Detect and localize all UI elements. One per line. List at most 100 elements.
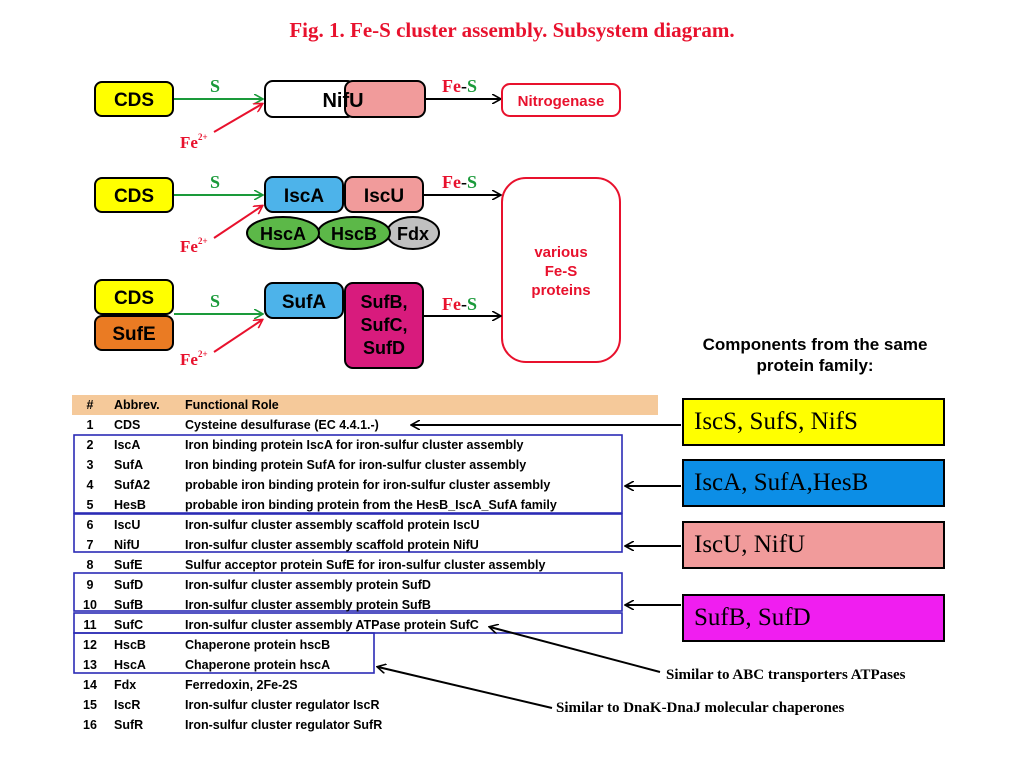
row-abbrev: SufA2 (114, 478, 151, 492)
families-title-line1: Components from the same (702, 335, 928, 354)
row-abbrev: SufD (114, 578, 144, 592)
iscu-box (344, 176, 424, 213)
cds-box-1 (94, 81, 174, 117)
fe-label-1: Fe2+ (180, 132, 208, 152)
row-number: 4 (86, 478, 94, 492)
row2: CDS S Fe2+ IscA IscU Fdx HscB HscA Fe-S (94, 172, 500, 256)
row-abbrev: SufA (114, 458, 144, 472)
s-label-3: S (210, 291, 220, 311)
row-abbrev: IscR (114, 698, 141, 712)
sufbcd-box (344, 282, 424, 369)
row-number: 8 (86, 558, 94, 572)
fe-arrow-2 (213, 206, 262, 239)
various-fes-box: various Fe-S proteins (501, 177, 621, 363)
nifu-box-pink (344, 80, 426, 118)
fe-label-3: Fe2+ (180, 349, 208, 369)
isca-label: IscA (284, 186, 324, 207)
family-box-isca: IscA, SufA,HesB (682, 459, 945, 507)
row-abbrev: IscU (114, 518, 141, 532)
row-abbrev: Fdx (114, 678, 137, 692)
row-number: 12 (83, 638, 97, 652)
table-row: 3 SufA Iron binding protein SufA for iron-… (72, 455, 658, 475)
sufbcd-line3: SufD (363, 338, 405, 358)
row-number: 13 (83, 658, 97, 672)
family-label-isca: IscA, SufA,HesB (694, 469, 869, 496)
sufa-box (264, 282, 344, 319)
row-role: probable iron binding protein for iron-s… (185, 478, 551, 492)
family-label-iscu: IscU, NifU (694, 531, 806, 558)
fes-label-3: Fe-S (442, 294, 477, 314)
header-number: # (86, 398, 94, 412)
s-label-2: S (210, 172, 220, 192)
row-abbrev: IscA (114, 438, 141, 452)
row-number: 10 (83, 598, 97, 612)
row-number: 11 (83, 618, 97, 632)
row-number: 3 (86, 458, 94, 472)
row-abbrev: HscA (114, 658, 146, 672)
note-abc-transporters: Similar to ABC transporters ATPases (666, 667, 906, 683)
nitrogenase-box (501, 83, 621, 117)
row-abbrev: CDS (114, 418, 141, 432)
fe-arrow-1 (213, 104, 262, 133)
row-role: probable iron binding protein from the H… (185, 498, 557, 512)
figure-title: Fig. 1. Fe-S cluster assembly. Subsystem… (289, 18, 735, 42)
row-role: Iron binding protein SufA for iron-sulfu… (185, 458, 527, 472)
cds-label-1: CDS (114, 90, 154, 111)
row-role: Sulfur acceptor protein SufE for iron-su… (185, 558, 546, 572)
row-abbrev: NifU (114, 538, 140, 552)
fes-label-2: Fe-S (442, 172, 477, 192)
families-title-line2: protein family: (756, 356, 874, 375)
isca-box (264, 176, 344, 213)
table-row: 12 HscB Chaperone protein hscB (72, 635, 658, 655)
row-role: Chaperone protein hscB (185, 638, 331, 652)
fe-label-2: Fe2+ (180, 236, 208, 256)
row-number: 1 (86, 418, 94, 432)
various-line3: proteins (531, 282, 590, 299)
family-box-sufb: SufB, SufD (682, 594, 945, 642)
arrow-to-sufc (490, 627, 661, 673)
fe-arrow-3 (213, 320, 262, 353)
family-label-sufb: SufB, SufD (694, 604, 811, 631)
row-role: Iron-sulfur cluster assembly ATPase prot… (185, 618, 479, 632)
row-role: Iron-sulfur cluster assembly scaffold pr… (185, 538, 479, 552)
nifu-label: NifU (322, 90, 363, 112)
row-role: Iron-sulfur cluster regulator IscR (185, 698, 380, 712)
sufe-label: SufE (112, 324, 155, 345)
row-role: Iron-sulfur cluster assembly scaffold pr… (185, 518, 480, 532)
header-abbrev: Abbrev. (114, 398, 160, 412)
note-dnak-chaperones: Similar to DnaK-DnaJ molecular chaperone… (556, 700, 845, 716)
sufbcd-line2: SufC, (361, 315, 408, 335)
row-abbrev: SufB (114, 598, 144, 612)
row-abbrev: HesB (114, 498, 146, 512)
row-role: Iron-sulfur cluster regulator SufR (185, 718, 383, 732)
row-role: Chaperone protein hscA (185, 658, 331, 672)
row-number: 6 (86, 518, 94, 532)
row-role: Iron-sulfur cluster assembly protein Suf… (185, 578, 431, 592)
fes-label-1: Fe-S (442, 76, 477, 96)
various-line2: Fe-S (545, 263, 578, 280)
sufe-box (94, 315, 174, 351)
cds-label-2: CDS (114, 186, 154, 207)
families-title: Components from the same protein family: (640, 334, 990, 376)
row-role: Ferredoxin, 2Fe-2S (185, 678, 298, 692)
sufbcd-line1: SufB, (361, 292, 408, 312)
row-abbrev: SufR (114, 718, 144, 732)
row-abbrev: HscB (114, 638, 146, 652)
cds-label-3: CDS (114, 288, 154, 309)
iscu-label: IscU (364, 186, 404, 207)
cds-box-2 (94, 177, 174, 213)
group-outline-isca (73, 434, 623, 514)
s-label-1: S (210, 76, 220, 96)
row3: CDS SufE S Fe2+ SufA SufB, SufC, SufD Fe… (94, 279, 500, 369)
row-number: 2 (86, 438, 94, 452)
row-number: 16 (83, 718, 97, 732)
